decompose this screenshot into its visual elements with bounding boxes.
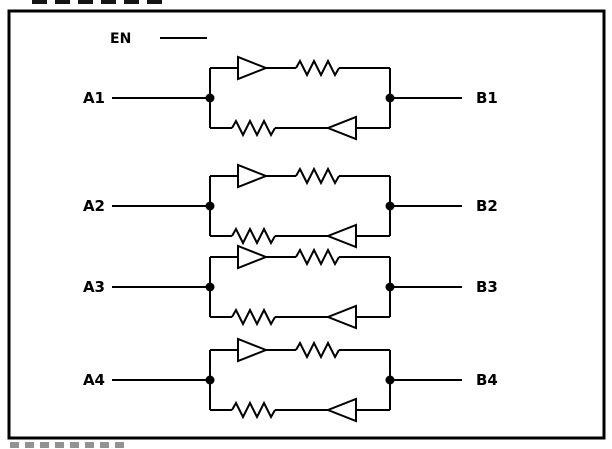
channel-2-input-label: A2 — [83, 197, 105, 215]
channel-4-output-label: B4 — [476, 371, 498, 389]
enable-label: EN — [110, 31, 131, 47]
cropped-text-top-artifact — [32, 0, 164, 4]
resistor-icon — [231, 400, 276, 420]
reverse-buffer-icon — [325, 115, 357, 141]
channel-4-input-label: A4 — [83, 371, 105, 389]
channel-2-output-label: B2 — [476, 197, 498, 215]
channel-1-output-label: B1 — [476, 89, 498, 107]
resistor-icon — [295, 247, 340, 267]
forward-buffer-icon — [237, 163, 269, 189]
forward-buffer-icon — [237, 337, 269, 363]
reverse-buffer-icon — [325, 397, 357, 423]
junction-dot-left — [205, 375, 215, 385]
channel-3: A3 B3 — [83, 244, 498, 330]
diagram-frame — [7, 9, 606, 440]
resistor-icon — [295, 58, 340, 78]
reverse-buffer-icon — [325, 223, 357, 249]
channel-3-input-label: A3 — [83, 278, 105, 296]
channel-4: A4 B4 — [83, 337, 498, 423]
resistor-icon — [231, 307, 276, 327]
channel-1-input-label: A1 — [83, 89, 105, 107]
junction-dot-left — [205, 93, 215, 103]
resistor-icon — [231, 118, 276, 138]
junction-dot-left — [205, 282, 215, 292]
reverse-buffer-icon — [325, 304, 357, 330]
forward-buffer-icon — [237, 55, 269, 81]
channel-2: A2 B2 — [83, 163, 498, 249]
cropped-text-bottom-artifact — [10, 442, 128, 448]
channel-3-output-label: B3 — [476, 278, 498, 296]
channel-1: A1 B1 — [83, 55, 498, 141]
forward-buffer-icon — [237, 244, 269, 270]
resistor-icon — [231, 226, 276, 246]
resistor-icon — [295, 340, 340, 360]
junction-dot-left — [205, 201, 215, 211]
resistor-icon — [295, 166, 340, 186]
